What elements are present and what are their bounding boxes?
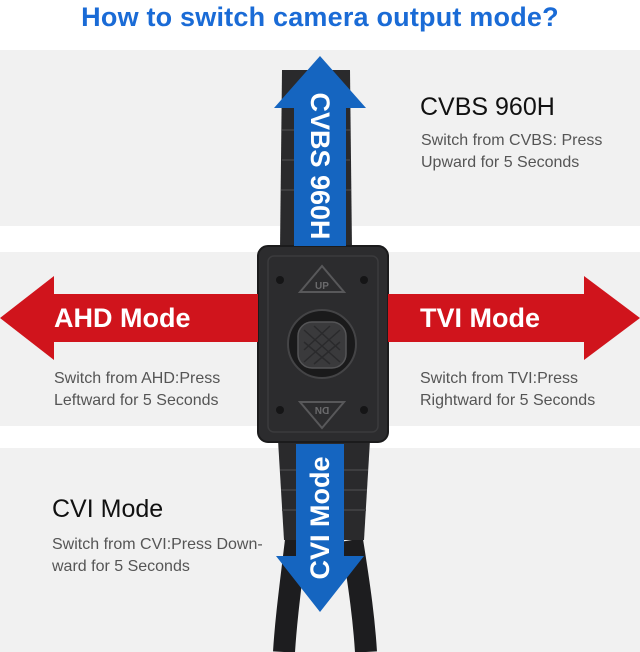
- cable-left: [273, 538, 307, 652]
- down-label: DN: [315, 404, 329, 415]
- down-marker: [297, 401, 347, 430]
- arrow-label-tvi: TVI Mode: [420, 303, 540, 333]
- ahd-description: Switch from AHD:Press Leftward for 5 Sec…: [54, 370, 221, 409]
- up-marker: [297, 264, 347, 293]
- arrow-down-cvi: [276, 444, 364, 612]
- page-title: How to switch camera output mode?: [81, 2, 559, 32]
- tvi-description: Switch from TVI:Press Rightward for 5 Se…: [420, 370, 596, 409]
- arrow-left-ahd: [0, 276, 258, 360]
- cvi-heading: CVI Mode: [52, 495, 164, 523]
- arrow-label-cvbs: CVBS 960H: [305, 92, 335, 240]
- up-label: UP: [315, 281, 329, 292]
- arrow-up-cvbs: [274, 56, 366, 246]
- arrow-label-ahd: AHD Mode: [54, 303, 191, 333]
- arrow-right-tvi: [388, 276, 640, 360]
- arrow-label-cvi: CVI Mode: [305, 456, 335, 580]
- cable-right: [341, 538, 377, 652]
- cvbs-description: Switch from CVBS: Press Upward for 5 Sec…: [421, 132, 603, 171]
- cvi-description: Switch from CVI:Press Down- ward for 5 S…: [52, 536, 263, 575]
- cvbs-heading: CVBS 960H: [420, 93, 555, 121]
